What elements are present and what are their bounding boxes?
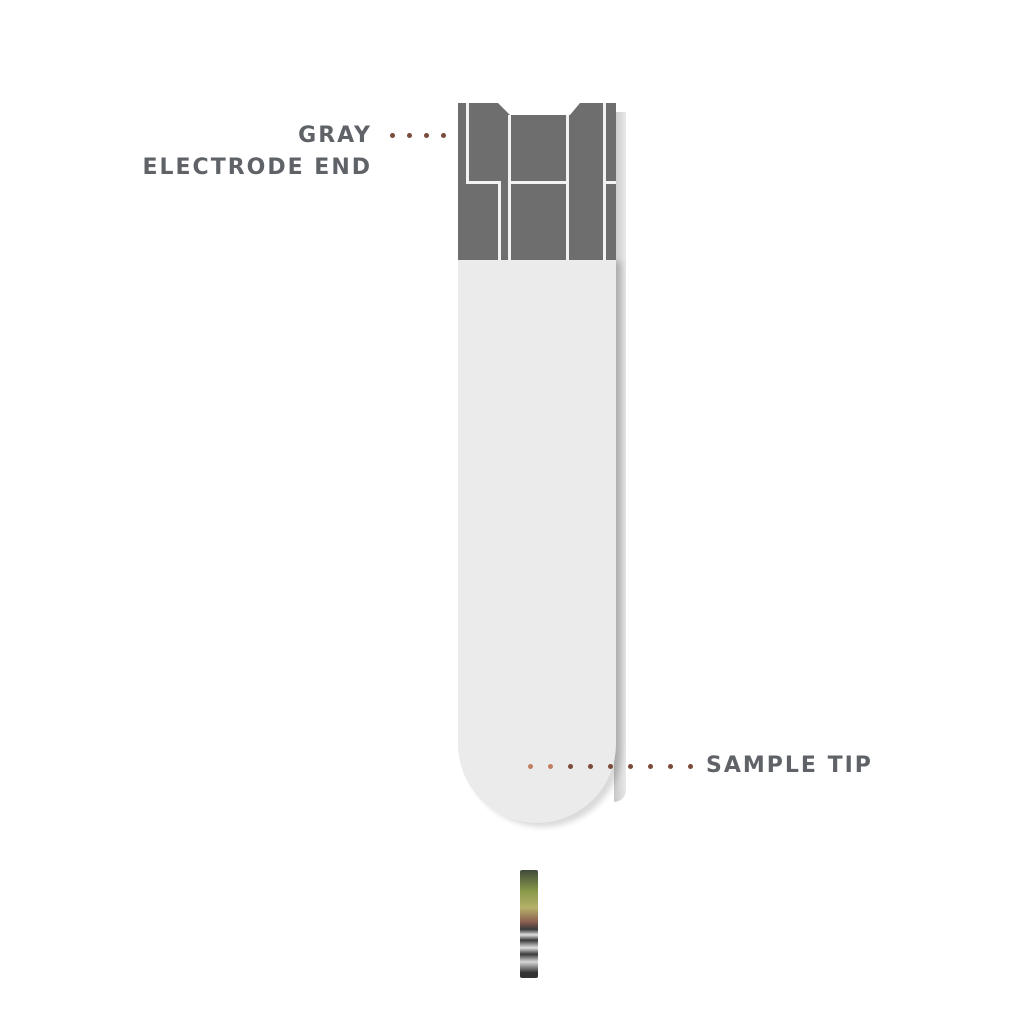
test-strip [458,103,626,978]
gray-electrode-end [458,103,616,260]
sample-tip-label: SAMPLE TIP [706,753,873,778]
strip-body [458,258,616,978]
sample-tip-leader-line [528,764,698,769]
label-line-2: ELECTRODE END [142,155,372,180]
sample-tip-area [520,870,538,978]
label-line-1: GRAY [298,123,372,148]
strip-shadow [614,112,626,802]
gray-electrode-end-label: GRAY ELECTRODE END [142,120,372,184]
